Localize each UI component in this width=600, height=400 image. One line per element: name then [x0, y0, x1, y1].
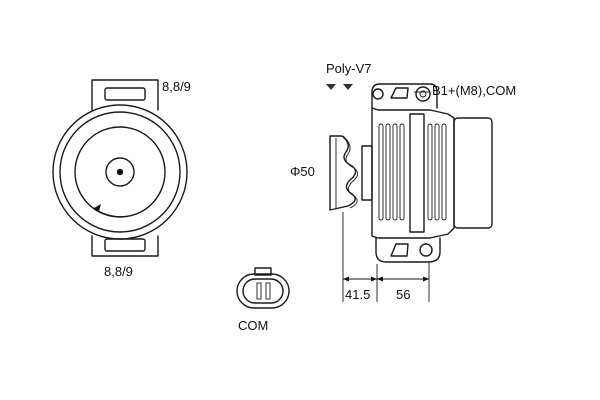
bottom-mounting-ear [91, 235, 159, 257]
shaft-hub [105, 157, 135, 187]
side-view: Poly-V7 B1+(M8),COM [290, 61, 516, 302]
cooling-fins-front [378, 123, 405, 221]
rotation-arc [93, 205, 151, 217]
connector-housing [236, 273, 290, 309]
drive-shaft [361, 145, 373, 201]
terminal-label: B1+(M8),COM [432, 83, 516, 98]
poly-v-mark-icon [343, 84, 353, 90]
top-mounting-slot [104, 87, 146, 101]
cooling-fins-rear [427, 123, 447, 221]
connector-pin-right [265, 282, 271, 300]
pulley-face [74, 126, 166, 218]
connector-latch [254, 267, 272, 276]
shaft-center-dot [116, 168, 124, 176]
top-mount-slot [390, 87, 409, 99]
stator-band [409, 113, 425, 233]
mount-bottom-label: 8,8/9 [104, 264, 133, 279]
top-mount-boss [371, 83, 438, 109]
bottom-mounting-slot [104, 238, 146, 252]
bottom-mount-boss [375, 237, 441, 263]
bottom-mount-slot [390, 243, 409, 257]
front-view: 8,8/9 8,8/9 [52, 79, 191, 279]
top-mount-hole [372, 88, 384, 100]
connector-view: COM [236, 267, 290, 333]
bottom-mount-hole [419, 243, 433, 257]
dimension-lines [342, 212, 430, 302]
housing-inner-ring [59, 111, 181, 233]
pulley-diameter-label: Φ50 [290, 164, 315, 179]
rotation-arrow-icon [94, 204, 101, 211]
dim-pulley-offset-label: 41.5 [345, 287, 370, 302]
connector-pin-left [256, 282, 262, 300]
rear-cover [453, 117, 493, 229]
terminal-stud [415, 86, 431, 102]
pulley-type-label: Poly-V7 [326, 61, 372, 76]
poly-v-mark-icon [326, 84, 336, 90]
mount-top-label: 8,8/9 [162, 79, 191, 94]
connector-inner [242, 278, 284, 304]
dim-body-length-label: 56 [396, 287, 410, 302]
terminal-stud-core [419, 90, 427, 98]
connector-label: COM [238, 318, 268, 333]
pulley-groove-profile [342, 135, 358, 209]
poly-v-pulley [329, 135, 357, 211]
top-mounting-ear [91, 79, 159, 111]
housing-outer-ring [52, 104, 188, 240]
